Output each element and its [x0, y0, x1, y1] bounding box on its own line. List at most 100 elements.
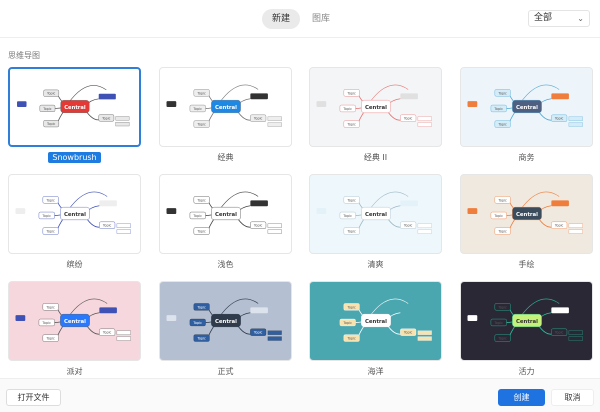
svg-text:Topic: Topic [497, 123, 507, 127]
template-label: 经典 [159, 152, 292, 164]
svg-text:Topic: Topic [45, 305, 55, 309]
svg-text:Topic: Topic [403, 224, 413, 228]
template-name: 手绘 [518, 260, 535, 269]
template-name: 海洋 [367, 367, 384, 376]
template-name: 经典 II [363, 153, 388, 162]
svg-text:Topic: Topic [196, 198, 206, 202]
svg-text:Topic: Topic [41, 214, 51, 218]
template-label: 海洋 [309, 366, 442, 378]
svg-text:Central: Central [365, 212, 387, 218]
svg-text:Central: Central [64, 319, 86, 325]
svg-text:Central: Central [215, 212, 237, 218]
category-filter-select[interactable]: 全部 ⌄ [528, 10, 590, 27]
template-name: 商务 [518, 153, 535, 162]
template-name: 缤纷 [66, 260, 83, 269]
template-name: Snowbrush [48, 152, 101, 163]
open-file-button[interactable]: 打开文件 [6, 389, 61, 406]
svg-text:Central: Central [516, 319, 538, 325]
template-label: 商务 [460, 152, 593, 164]
category-filter-value: 全部 [534, 13, 553, 23]
footer: 打开文件 创建 取消 [0, 378, 600, 412]
chevron-down-icon: ⌄ [577, 14, 584, 23]
cancel-button[interactable]: 取消 [551, 389, 594, 406]
svg-text:Topic: Topic [403, 117, 413, 121]
tab-new[interactable]: 新建 [262, 9, 301, 29]
svg-text:Topic: Topic [41, 321, 51, 325]
svg-text:Central: Central [365, 319, 387, 325]
svg-text:Central: Central [516, 212, 538, 218]
svg-text:Topic: Topic [497, 91, 507, 95]
svg-text:Topic: Topic [346, 337, 356, 341]
svg-text:Topic: Topic [554, 117, 564, 121]
svg-text:Central: Central [365, 105, 387, 111]
svg-text:Topic: Topic [493, 214, 503, 218]
template-label: 浅色 [159, 259, 292, 271]
svg-text:Topic: Topic [102, 224, 112, 228]
svg-text:Topic: Topic [42, 107, 52, 111]
svg-text:Topic: Topic [102, 331, 112, 335]
create-button[interactable]: 创建 [498, 389, 545, 406]
svg-text:Topic: Topic [101, 116, 111, 120]
template-name: 正式 [217, 367, 234, 376]
section-title: 思维导图 [8, 51, 40, 60]
svg-text:Topic: Topic [192, 214, 202, 218]
svg-text:Topic: Topic [346, 91, 356, 95]
svg-text:Topic: Topic [346, 198, 356, 202]
svg-text:Topic: Topic [196, 305, 206, 309]
svg-text:Topic: Topic [45, 337, 55, 341]
svg-text:Topic: Topic [493, 107, 503, 111]
svg-text:Topic: Topic [497, 337, 507, 341]
svg-text:Topic: Topic [196, 123, 206, 127]
template-label: Snowbrush [8, 152, 141, 164]
svg-text:Central: Central [64, 212, 86, 218]
template-name: 活力 [518, 367, 535, 376]
svg-text:Topic: Topic [45, 198, 55, 202]
svg-text:Topic: Topic [554, 331, 564, 335]
template-label: 清爽 [309, 259, 442, 271]
svg-text:Topic: Topic [497, 198, 507, 202]
template-name: 浅色 [217, 260, 234, 269]
svg-text:Topic: Topic [192, 107, 202, 111]
svg-text:Topic: Topic [346, 305, 356, 309]
svg-text:Topic: Topic [196, 337, 206, 341]
template-label: 派对 [8, 366, 141, 378]
svg-text:Topic: Topic [46, 122, 56, 126]
svg-text:Topic: Topic [497, 230, 507, 234]
svg-text:Topic: Topic [346, 230, 356, 234]
svg-text:Topic: Topic [46, 92, 56, 96]
svg-text:Central: Central [215, 319, 237, 325]
svg-text:Topic: Topic [253, 117, 263, 121]
template-label: 缤纷 [8, 259, 141, 271]
svg-text:Central: Central [516, 105, 538, 111]
svg-text:Central: Central [215, 105, 237, 111]
svg-text:Topic: Topic [253, 331, 263, 335]
tab-gallery[interactable]: 图库 [312, 14, 331, 24]
svg-text:Topic: Topic [342, 214, 352, 218]
svg-text:Central: Central [64, 105, 86, 111]
template-name: 派对 [66, 367, 83, 376]
template-name: 经典 [217, 153, 234, 162]
template-label: 经典 II [309, 152, 442, 164]
